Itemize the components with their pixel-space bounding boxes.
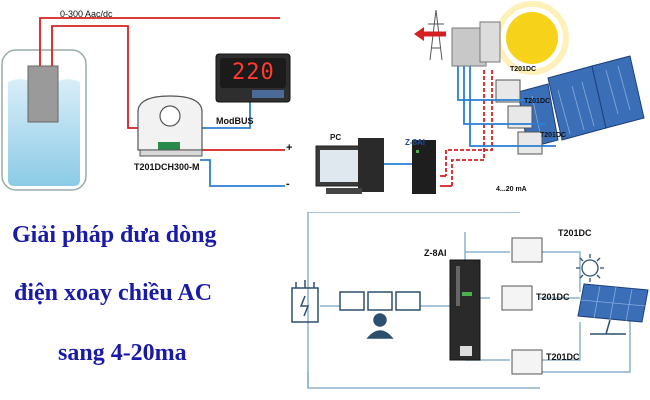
solar-panel-icon	[577, 283, 649, 335]
transducer-boxes-icon	[495, 79, 543, 155]
sun-outline-icon	[576, 254, 604, 282]
isolator-module-icon	[412, 140, 436, 194]
transducer-label-top-2: T201DC	[524, 98, 551, 105]
solar-panels-icon	[517, 55, 645, 149]
solar-monitoring-diagram	[315, 1, 645, 194]
current-range-label: 0-300 Aac/dc	[60, 9, 113, 19]
meter-display	[220, 58, 286, 88]
operator-monitors-icon	[339, 291, 421, 339]
transformer-icon	[291, 280, 319, 323]
caption-line-3: sang 4-20ma	[58, 340, 187, 366]
signal-range-label: 4...20 mA	[496, 186, 527, 193]
meter-display-value: 220	[232, 60, 275, 85]
solar-isolation-diagram	[291, 212, 649, 389]
pc-icon	[315, 138, 384, 194]
caption-line-2: điện xoay chiều AC	[14, 280, 213, 306]
red-arrow-head-icon	[414, 27, 424, 41]
modbus-wire	[196, 100, 251, 129]
transducer-label-top-1: T201DC	[510, 66, 537, 73]
red-wire	[51, 25, 150, 129]
sensor-model-label: T201DCH300-M	[134, 162, 200, 172]
blue-signal-wire	[463, 66, 546, 125]
isolator-module-icon	[449, 259, 481, 361]
water-tank-icon	[1, 49, 87, 191]
red-signal-wire	[451, 70, 485, 186]
caption-line-1: Giải pháp đưa dòng	[12, 222, 217, 248]
modbus-label: ModBUS	[216, 116, 254, 126]
transducer-label-bottom-2: T201DC	[536, 292, 570, 302]
isolator-label-top: Z-8AI	[405, 138, 425, 147]
blue-signal-wire	[457, 66, 536, 101]
red-wire	[39, 17, 280, 66]
sun-icon	[495, 1, 569, 75]
blue-signal-wire	[469, 66, 556, 147]
minus-terminal-label: -	[286, 178, 290, 190]
output-wire-negative	[200, 159, 285, 187]
transducer-label-bottom-3: T201DC	[546, 352, 580, 362]
isolator-label-bottom: Z-8AI	[424, 248, 447, 258]
red-signal-wire	[440, 175, 452, 187]
transducer-box-icon	[501, 237, 543, 375]
plus-terminal-label: +	[286, 142, 293, 154]
pc-label: PC	[330, 133, 342, 142]
current-measurement-diagram	[1, 17, 291, 191]
current-sensor-icon	[137, 95, 203, 157]
transducer-label-bottom-1: T201DC	[558, 228, 592, 238]
red-signal-wire	[445, 70, 493, 176]
inverter-icon	[451, 21, 501, 67]
transducer-label-top-3: T201DC	[540, 132, 567, 139]
